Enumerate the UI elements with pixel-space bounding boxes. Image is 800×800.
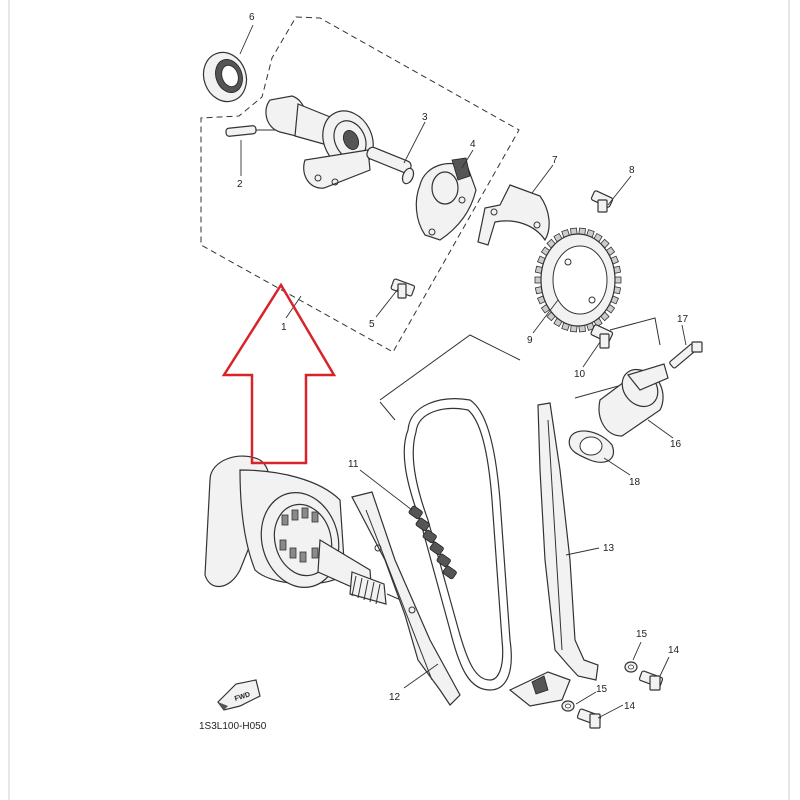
oil-seal-part [202,51,248,103]
part-label-2: 2 [237,179,243,190]
sprocket-tooth [534,276,542,284]
fwd-direction-badge: FWD [217,679,261,711]
fwd-label: FWD [234,691,251,703]
part-label-14-upper: 14 [668,645,680,656]
bolt-10-part [590,324,614,349]
part-label-3: 3 [422,112,428,123]
bracket-part [477,184,550,246]
red-up-arrow [221,282,337,465]
part-label-11: 11 [348,459,359,470]
sprocket-tooth [614,276,622,284]
part-label-16: 16 [670,439,682,450]
camshaft-part [265,95,374,189]
gasket-part [568,430,614,463]
chain-guide-part [351,491,461,706]
cam-sprocket-part [534,227,622,333]
leader-lines [239,24,687,719]
drawing-code: 1S3L100-H050 [199,721,267,732]
part-label-5: 5 [369,319,375,330]
crank-sprocket-teeth [279,507,319,563]
cam-chain-part [403,398,512,691]
part-label-18: 18 [629,477,641,488]
crankshaft-part [204,455,411,605]
part-number-labels: 1 2 3 4 5 6 7 8 9 10 11 12 13 14 14 15 1… [237,12,689,712]
camshaft-assembly-boundary [200,16,520,353]
part-label-12: 12 [389,692,401,703]
part-label-9: 9 [527,335,533,346]
part-label-13: 13 [603,543,615,554]
chain-region-outline-lower [379,401,396,421]
chain-region-outline-right [609,317,661,346]
chain-region-outline [379,334,521,401]
part-label-8: 8 [629,165,635,176]
tensioner-part [598,363,669,437]
part-label-4: 4 [470,139,476,150]
part-label-17: 17 [677,314,689,325]
bolt-5-part [390,278,416,299]
part-label-10: 10 [574,369,586,380]
washer-15-upper-part [624,661,638,673]
part-label-15-lower: 15 [596,684,608,695]
washer-15-lower-part [561,700,575,712]
bolt-14-upper-part [638,670,664,691]
part-label-1: 1 [281,322,287,333]
shaft-part [366,146,415,185]
decompressor-part [415,157,477,241]
part-label-15-upper: 15 [636,629,648,640]
tensioner-guide-part [508,402,599,707]
part-label-7: 7 [552,155,558,166]
bolt-14-lower-part [576,708,602,729]
bolt-17-part [669,341,703,369]
part-label-14-lower: 14 [624,701,636,712]
part-label-6: 6 [249,12,255,23]
bolt-8-part [590,190,614,213]
